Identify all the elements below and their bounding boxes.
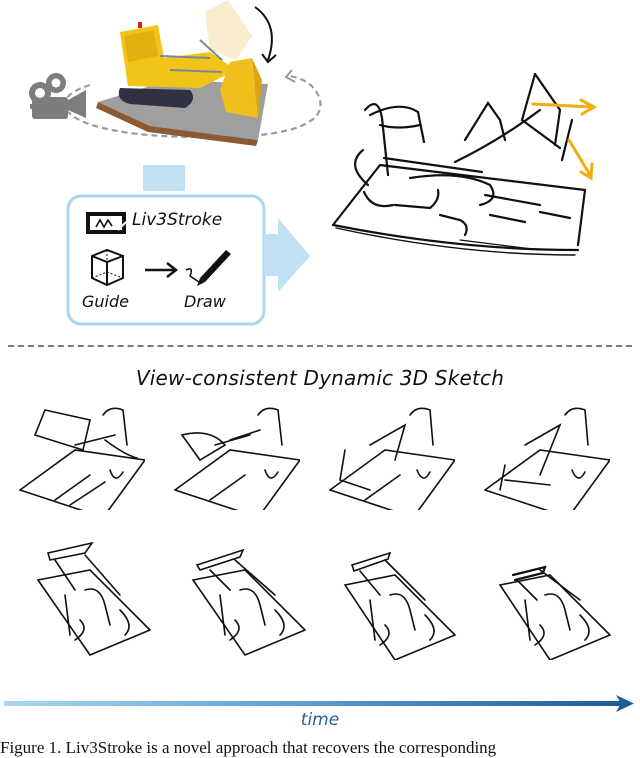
bulldozer-image [96,0,277,146]
sketch-frame-top-4 [498,565,612,660]
sketch-frame-side-3 [329,407,455,510]
sketch-frame-top-1 [36,541,152,656]
sketch-frame-top-2 [191,548,307,656]
flow-arrow-right [264,218,310,292]
pen-icon [185,250,231,286]
arrow-right-icon [145,262,179,278]
time-axis-arrow [4,695,634,712]
motion-arrows [531,98,598,181]
step-guide-label: Guide [82,292,129,311]
section-title: View-consistent Dynamic 3D Sketch [135,366,505,390]
movie-camera-icon [29,73,86,119]
section-divider [8,345,632,347]
sketch-frame-side-1 [19,407,145,510]
camera-orbit [63,69,322,139]
sketch-frame-side-2 [174,407,300,510]
teaser-top-panel [29,0,598,326]
time-axis-label: time [300,710,340,730]
sketch-frame-side-4 [484,407,610,510]
method-name: Liv3Stroke [132,210,223,230]
cube-icon [91,248,124,287]
flow-connector [143,165,185,191]
sketch-frame-top-3 [343,551,457,660]
step-draw-label: Draw [184,292,226,311]
output-3d-sketch [331,72,587,256]
sketch-board-icon [86,212,127,234]
figure-caption: Figure 1. Liv3Stroke is a novel approach… [0,738,497,757]
